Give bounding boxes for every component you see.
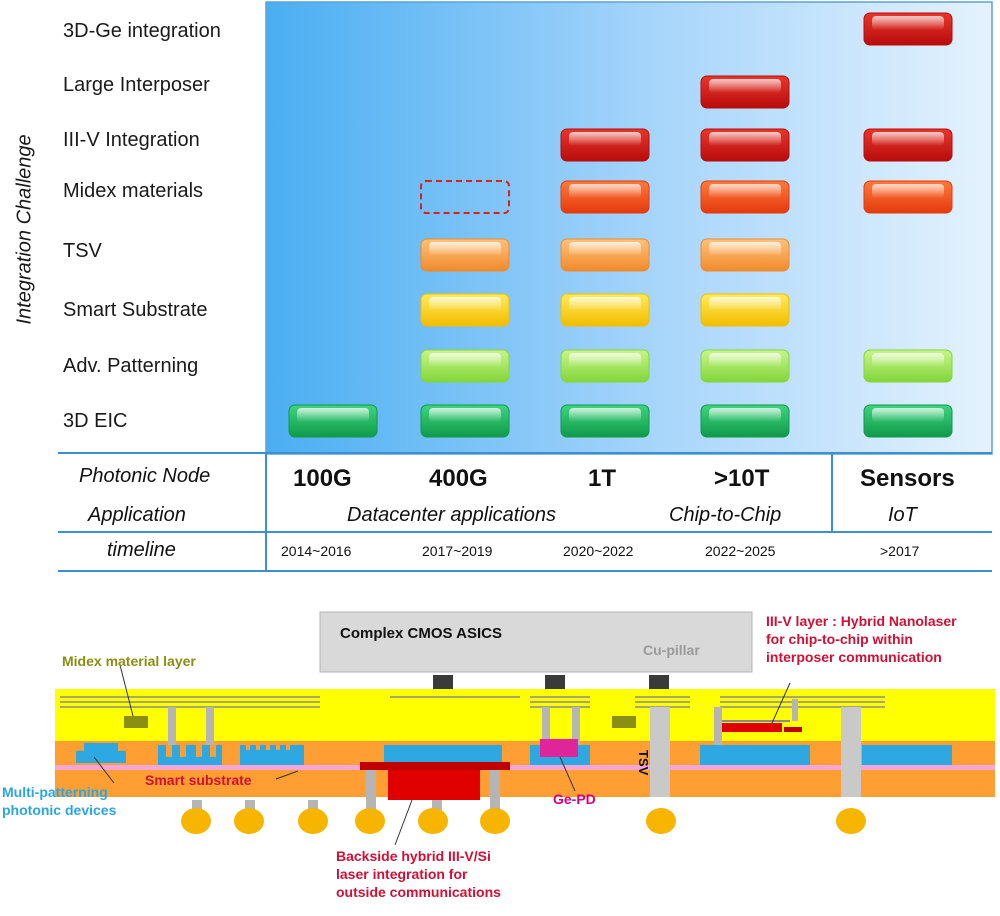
block-highlight xyxy=(872,16,944,30)
block-highlight xyxy=(569,132,641,146)
row-label: Smart Substrate xyxy=(63,299,208,321)
patterning-gaps xyxy=(166,745,290,757)
multi-patterning-label: Multi-patterning photonic devices xyxy=(2,784,117,818)
tsv-pillar xyxy=(841,707,861,797)
node-1t: 1T xyxy=(588,465,617,492)
block-highlight xyxy=(429,242,501,256)
interposer-cross-section: Complex CMOS ASICS Cu-pillar Midex mater… xyxy=(0,595,1000,911)
midex-layer-label: Midex material layer xyxy=(62,653,196,669)
planned-block xyxy=(420,180,510,214)
block-highlight xyxy=(709,408,781,422)
timeline-10t: 2022~2025 xyxy=(705,543,776,559)
readiness-blocks xyxy=(288,12,953,438)
block-highlight xyxy=(569,297,641,311)
hybrid-nanolaser xyxy=(722,723,782,732)
ge-pd xyxy=(540,739,578,757)
block-highlight xyxy=(569,184,641,198)
chart-background xyxy=(265,1,993,455)
backside-laser xyxy=(388,770,480,800)
solder-balls xyxy=(181,808,866,834)
backside-laser-label: Backside hybrid III-V/Si laser integrati… xyxy=(336,848,501,900)
row-label: 3D EIC xyxy=(63,410,128,432)
row-label: III-V Integration xyxy=(63,129,200,151)
cross-section-graphic xyxy=(55,611,995,846)
midex-material-block xyxy=(124,716,148,728)
ge-pd-label: Ge-PD xyxy=(553,791,596,807)
block-highlight xyxy=(872,408,944,422)
photonic-devices xyxy=(76,743,952,765)
smart-substrate-line xyxy=(55,765,995,770)
smart-substrate-label: Smart substrate xyxy=(145,772,252,788)
block-highlight xyxy=(569,408,641,422)
block-highlight xyxy=(872,132,944,146)
block-highlight xyxy=(872,184,944,198)
cu-pillar-label: Cu-pillar xyxy=(643,642,700,658)
block-highlight xyxy=(569,353,641,367)
integration-roadmap-table: Integration Challenge 3D-Ge integration … xyxy=(13,1,993,572)
application-datacenter: Datacenter applications xyxy=(347,504,557,526)
block-highlight xyxy=(429,408,501,422)
block-highlight xyxy=(709,184,781,198)
block-highlight xyxy=(297,408,369,422)
block-highlight xyxy=(709,79,781,93)
row-label: TSV xyxy=(63,240,102,262)
timeline-1t: 2020~2022 xyxy=(563,543,634,559)
cmos-asic-label: Complex CMOS ASICS xyxy=(340,625,502,642)
timeline-sensors: >2017 xyxy=(880,543,920,559)
photonic-node-header: Photonic Node xyxy=(79,465,211,487)
y-axis-title: Integration Challenge xyxy=(13,134,36,325)
cu-pillar-bump xyxy=(649,675,669,689)
block-highlight xyxy=(709,132,781,146)
block-highlight xyxy=(429,297,501,311)
application-header: Application xyxy=(88,504,186,526)
roadmap-graphic xyxy=(58,1,993,572)
row-label: Large Interposer xyxy=(63,74,210,96)
tsv-pillar xyxy=(650,707,670,797)
block-highlight xyxy=(709,242,781,256)
application-chip-to-chip: Chip-to-Chip xyxy=(669,504,782,526)
node-400g: 400G xyxy=(429,465,488,492)
timeline-header: timeline xyxy=(107,539,176,561)
row-label: Adv. Patterning xyxy=(63,355,199,377)
block-highlight xyxy=(709,297,781,311)
backside-laser-top xyxy=(360,762,510,770)
node-sensors: Sensors xyxy=(860,465,955,492)
cmos-asic-die xyxy=(319,611,753,673)
block-highlight xyxy=(429,353,501,367)
timeline-400g: 2017~2019 xyxy=(422,543,493,559)
block-highlight xyxy=(569,242,641,256)
node-100g: 100G xyxy=(293,465,352,492)
block-highlight xyxy=(872,353,944,367)
application-iot: IoT xyxy=(888,504,917,526)
nanolaser-contact xyxy=(784,727,802,732)
row-label: 3D-Ge integration xyxy=(63,20,221,42)
midex-material-block xyxy=(612,716,636,728)
nanolaser-label: III-V layer : Hybrid Nanolaser for chip-… xyxy=(766,613,957,665)
tsv-label: TSV xyxy=(636,750,651,776)
backside-vias xyxy=(192,770,500,810)
timeline-100g: 2014~2016 xyxy=(281,543,352,559)
cu-pillar-bump xyxy=(433,675,453,689)
cu-pillar-bump xyxy=(545,675,565,689)
leader-lines xyxy=(93,664,791,846)
block-highlight xyxy=(709,353,781,367)
node-10t: >10T xyxy=(714,465,770,492)
row-label: Midex materials xyxy=(63,180,204,202)
